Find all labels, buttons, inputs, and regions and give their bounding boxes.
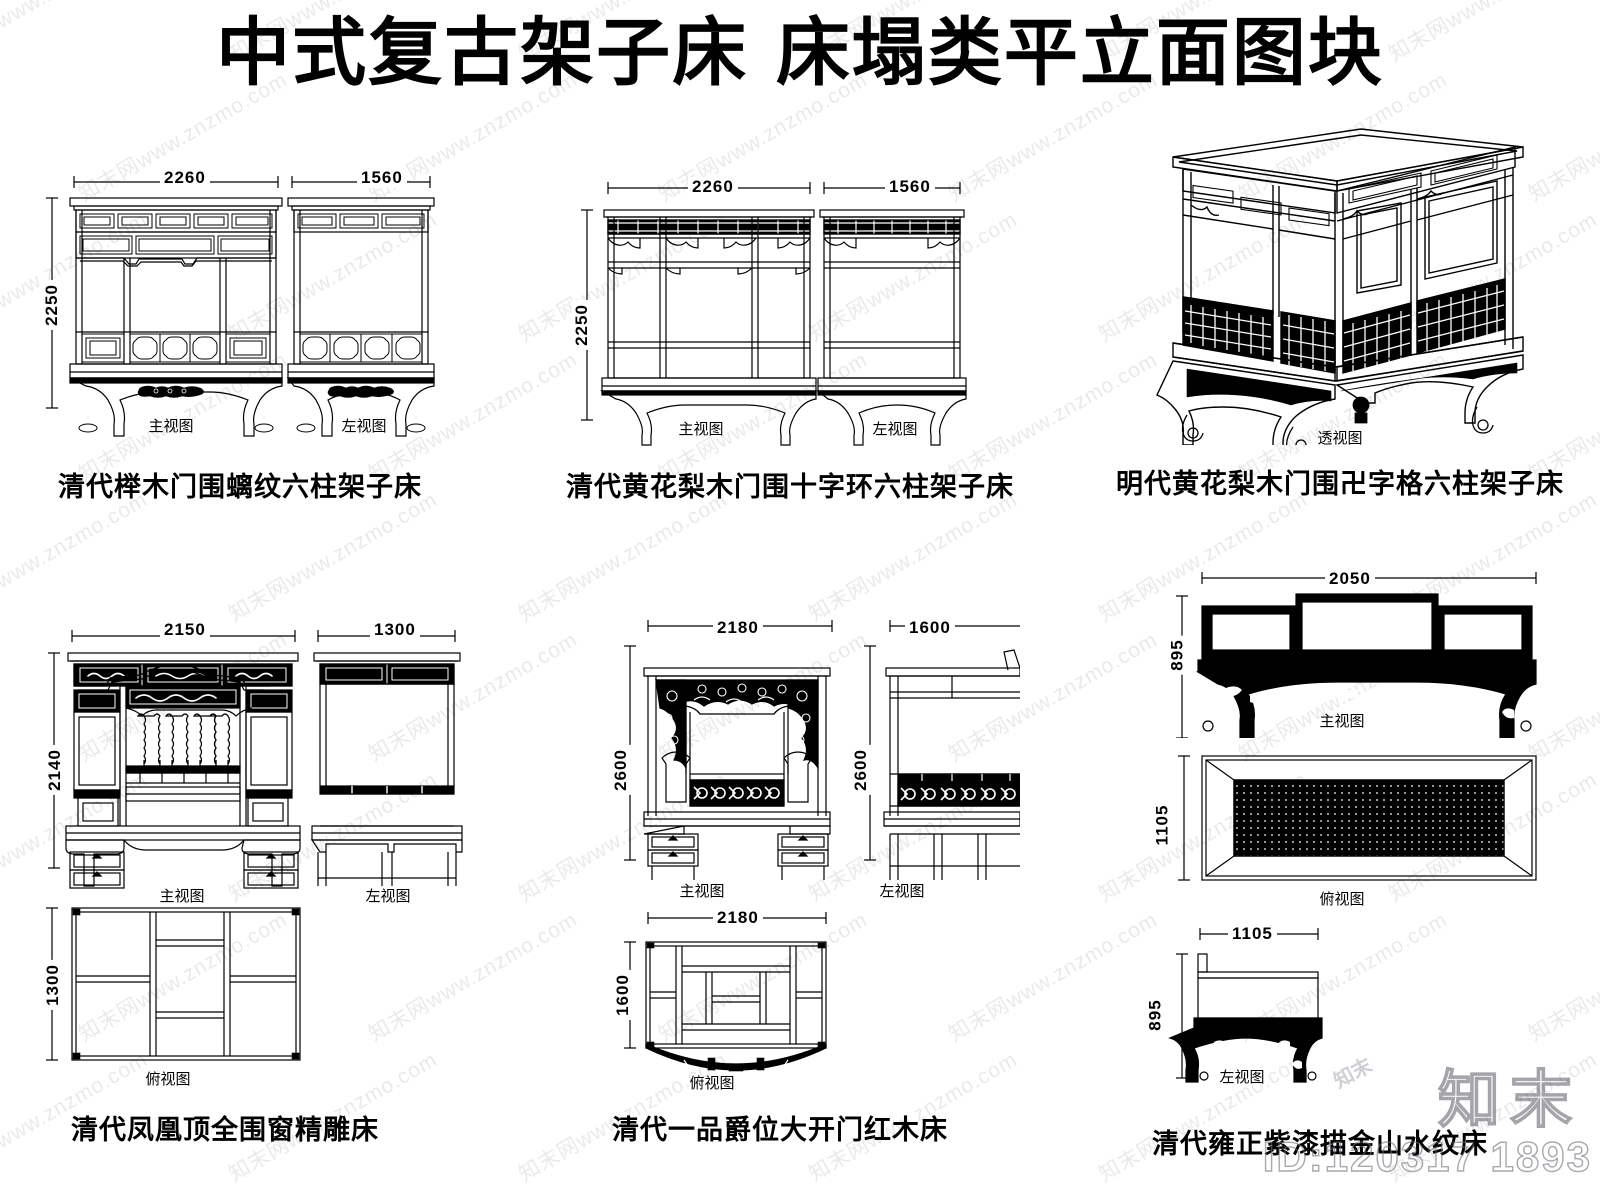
dim-bed4-front-height: 2140 <box>44 745 65 795</box>
caption-bed-1: 清代榉木门围螭纹六柱架子床 <box>58 472 422 503</box>
dim-bed6-left-height: 895 <box>1145 995 1166 1035</box>
caption-bed-5: 清代一品爵位大开门红木床 <box>612 1115 948 1146</box>
viewlabel-bed3-perspective: 透视图 <box>1317 429 1363 447</box>
dim-bed4-front-width: 2150 <box>160 620 210 640</box>
viewlabel-bed2-left: 左视图 <box>872 420 918 438</box>
dim-bed2-front-width: 2260 <box>688 177 738 197</box>
page-title: 中式复古架子床 床塌类平立面图块 <box>216 10 1384 96</box>
dim-bed6-front-height: 895 <box>1167 635 1188 675</box>
dim-bed4-plan-height: 1300 <box>42 960 63 1010</box>
viewlabel-bed1-left: 左视图 <box>341 417 387 435</box>
dim-bed6-left-width: 1105 <box>1228 924 1277 944</box>
viewlabel-bed5-left: 左视图 <box>879 882 925 900</box>
viewlabel-bed6-left: 左视图 <box>1219 1068 1265 1086</box>
dim-bed1-front-height: 2250 <box>41 280 62 330</box>
dim-bed5-left-width: 1600 <box>905 618 955 638</box>
viewlabel-bed5-front: 主视图 <box>679 882 725 900</box>
viewlabel-bed5-top: 俯视图 <box>689 1074 735 1092</box>
dim-bed5-front-width: 2180 <box>713 618 763 638</box>
dim-bed6-plan-height: 1105 <box>1152 800 1173 850</box>
viewlabel-bed1-front: 主视图 <box>148 417 194 435</box>
drawing-bed-6-plan <box>1130 728 1560 888</box>
bed-1-svg <box>46 176 435 437</box>
caption-bed-6: 清代雍正紫漆描金山水纹床 <box>1152 1129 1488 1160</box>
drawing-bed-4-plan <box>30 900 330 1075</box>
viewlabel-bed4-front: 主视图 <box>159 887 205 905</box>
drawing-bed-3 <box>1125 115 1545 445</box>
id-watermark: ID:120317 1893 <box>1262 1133 1592 1180</box>
drawing-bed-6-front <box>1130 548 1560 738</box>
drawing-bed-4-elevations <box>30 590 490 890</box>
viewlabel-bed4-top: 俯视图 <box>145 1070 191 1088</box>
bed-2-svg <box>581 182 967 446</box>
caption-bed-2: 清代黄花梨木门围十字环六柱架子床 <box>566 472 1014 503</box>
watermark-text: 知末网www.znzmo.com <box>1525 908 1600 1047</box>
dim-bed5-plan-width: 2180 <box>713 908 763 928</box>
viewlabel-bed4-left: 左视图 <box>365 887 411 905</box>
bed-4-elev-svg <box>48 630 463 889</box>
dim-bed6-front-width: 2050 <box>1325 569 1375 589</box>
bed-4-plan-svg <box>46 907 301 1061</box>
bed-5-elev-svg <box>624 620 1020 880</box>
viewlabel-bed2-front: 主视图 <box>678 420 724 438</box>
dim-bed4-left-width: 1300 <box>370 620 420 640</box>
dim-bed1-front-width: 2260 <box>160 168 210 188</box>
dim-bed2-front-height: 2250 <box>571 300 592 350</box>
dim-bed2-left-width: 1560 <box>885 177 935 197</box>
viewlabel-bed6-top: 俯视图 <box>1319 890 1365 908</box>
caption-bed-4: 清代凤凰顶全围窗精雕床 <box>71 1115 379 1146</box>
bed-3-svg <box>1156 128 1524 445</box>
drawing-bed-2 <box>560 170 1000 450</box>
viewlabel-bed6-front: 主视图 <box>1319 712 1365 730</box>
dim-bed5-plan-height: 1600 <box>612 970 633 1020</box>
dim-bed5-left-height: 2600 <box>850 745 871 795</box>
dim-bed1-left-width: 1560 <box>357 168 407 188</box>
drawing-bed-5-elevations <box>590 588 1020 880</box>
brand-watermark: 知末 <box>1437 1066 1582 1135</box>
drawing-bed-1 <box>30 160 490 450</box>
watermark-text: 知末网www.znzmo.com <box>365 908 582 1047</box>
drawing-bed-5-plan <box>590 900 910 1080</box>
bed-6-left-svg <box>1168 928 1323 1083</box>
bed-6-plan-svg <box>1178 755 1537 881</box>
bed-6-front-svg <box>1176 572 1537 738</box>
caption-bed-3: 明代黄花梨木门围卍字格六柱架子床 <box>1116 469 1564 500</box>
dim-bed5-front-height: 2600 <box>610 745 631 795</box>
drawing-bed-6-left <box>1130 912 1460 1092</box>
bed-5-plan-svg <box>624 912 827 1073</box>
